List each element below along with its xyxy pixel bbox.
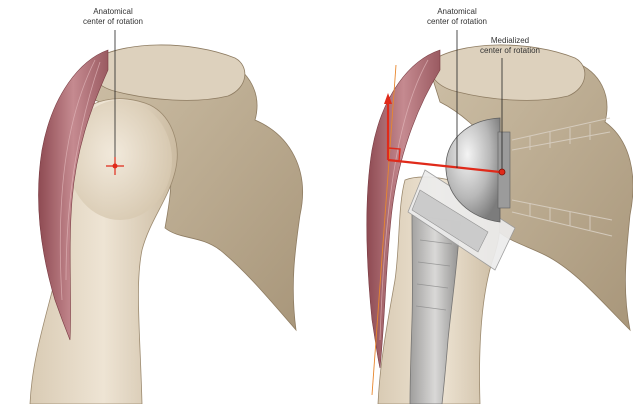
medialized-label: Medialized center of rotation: [455, 36, 565, 56]
left-center-marker-dot: [113, 164, 118, 169]
right-anatomical-label-line1: Anatomical: [402, 7, 512, 17]
medialized-center-marker: [499, 169, 505, 175]
right-anatomical-label: Anatomical center of rotation: [402, 7, 512, 27]
medialized-label-line2: center of rotation: [455, 46, 565, 56]
right-panel: [367, 30, 633, 404]
left-anatomical-label-line1: Anatomical: [58, 7, 168, 17]
left-anatomical-label-line2: center of rotation: [58, 17, 168, 27]
left-anatomical-label: Anatomical center of rotation: [58, 7, 168, 27]
medialized-label-line1: Medialized: [455, 36, 565, 46]
left-panel: [30, 30, 303, 404]
right-anatomical-label-line2: center of rotation: [402, 17, 512, 27]
